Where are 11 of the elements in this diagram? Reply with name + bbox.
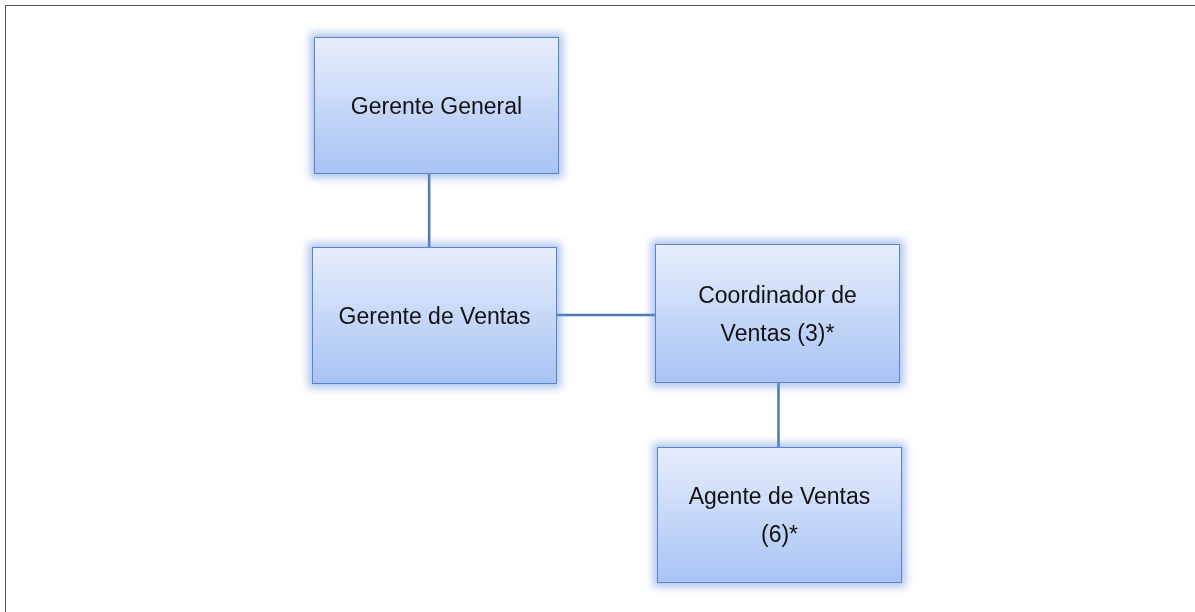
position-title: Coordinador de Ventas (3)*	[697, 280, 858, 348]
position-title: Agente de Ventas (6)*	[687, 482, 872, 549]
connector-line	[557, 313, 655, 317]
position-box	[314, 37, 559, 174]
connector-line	[427, 174, 431, 247]
position-title: Gerente General	[349, 91, 524, 121]
position-title: Gerente de Ventas	[337, 301, 532, 331]
connector-line	[777, 383, 780, 447]
position-box	[657, 447, 902, 583]
position-box	[655, 244, 900, 383]
position-box	[312, 247, 557, 384]
